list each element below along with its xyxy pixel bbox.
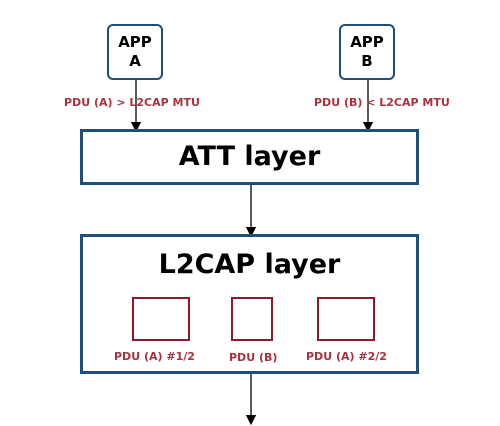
app-a-box: APP A — [107, 24, 163, 80]
app-a-label: APP A — [118, 33, 152, 71]
app-a-line2: A — [129, 52, 141, 70]
att-layer-box: ATT layer — [80, 129, 419, 185]
fragment-pdu-a-1-label: PDU (A) #1/2 — [114, 350, 195, 363]
att-layer-title: ATT layer — [178, 141, 321, 172]
app-b-line1: APP — [350, 33, 384, 51]
pdu-a-mtu-label: PDU (A) > L2CAP MTU — [64, 96, 200, 109]
app-b-box: APP B — [339, 24, 395, 80]
app-b-line2: B — [361, 52, 373, 70]
fragment-pdu-b-box — [231, 297, 273, 341]
pdu-b-mtu-label: PDU (B) < L2CAP MTU — [314, 96, 450, 109]
fragment-pdu-a-1-box — [132, 297, 190, 341]
app-a-line1: APP — [118, 33, 152, 51]
app-b-label: APP B — [350, 33, 384, 71]
l2cap-layer-box: L2CAP layer PDU (A) #1/2 PDU (B) PDU (A)… — [80, 234, 419, 374]
fragment-pdu-b-label: PDU (B) — [229, 351, 278, 364]
fragment-pdu-a-2-label: PDU (A) #2/2 — [306, 350, 387, 363]
l2cap-layer-title: L2CAP layer — [158, 249, 341, 280]
fragment-pdu-a-2-box — [317, 297, 375, 341]
